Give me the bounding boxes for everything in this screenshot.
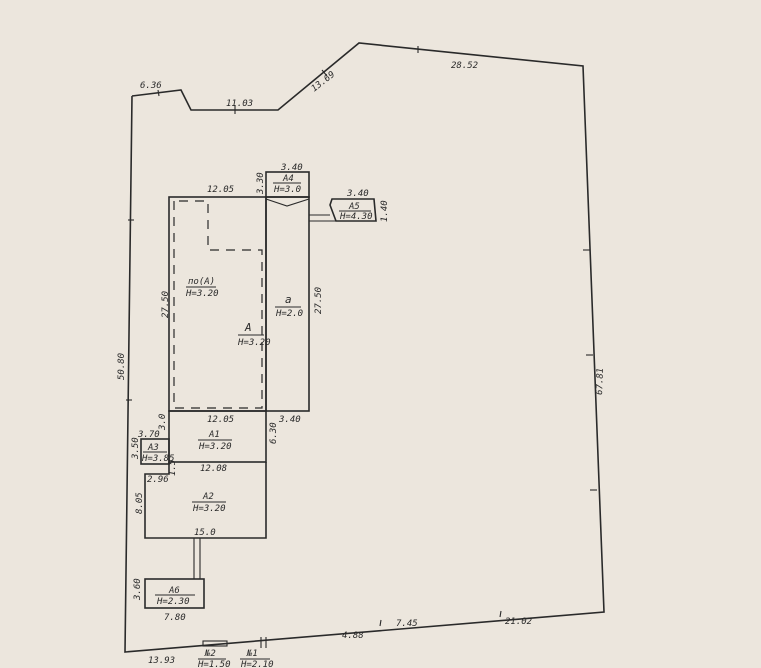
dim-bottom-mid-2: 7.45 [396, 619, 418, 629]
dim-bottom-left: 13.93 [148, 656, 175, 666]
building-a2: 12.08 15.0 8.05 А2 Н=3.20 [135, 462, 267, 539]
a3-side-1: 3.0 [158, 414, 168, 431]
boundary-ticks [126, 46, 597, 627]
a3-width: 3.70 [137, 430, 160, 440]
building-a6: А6 Н=2.30 7.80 3.60 [133, 578, 205, 623]
dim-bottom-mid-1: 4.88 [342, 631, 364, 641]
building-main-house: 12.05 12.05 27.50 по(А) Н=3.20 А Н=3.20 [161, 185, 271, 425]
a6-outline [144, 578, 205, 609]
tick [157, 89, 160, 97]
site-boundary: 6.36 11.03 13.69 28.52 67.81 50.80 13.93… [117, 42, 606, 666]
a2-outline [144, 462, 267, 539]
a3-label: А3 [147, 443, 159, 453]
a4-height: Н=3.0 [273, 185, 301, 195]
main-house-outline [168, 196, 267, 412]
a6-width: 7.80 [164, 613, 186, 623]
building-annex-a: а Н=2.0 27.50 3.40 [265, 196, 324, 425]
annex-a-label: а [285, 293, 292, 306]
a6-label: А6 [168, 586, 180, 596]
well-n2-height: Н=1.50 [197, 660, 231, 668]
a4-width: 3.40 [280, 163, 303, 173]
dim-top-left-short: 6.36 [140, 81, 162, 91]
a2-depth: 8.05 [135, 492, 145, 514]
a5-width: 3.40 [346, 189, 369, 199]
dim-right-side: 67.81 [595, 368, 606, 395]
a2-width-bottom: 15.0 [194, 528, 216, 538]
annex-a-roof [265, 198, 310, 207]
tick [321, 69, 328, 77]
a6-height: Н=2.30 [156, 597, 190, 607]
basement-outline [173, 200, 263, 409]
well-n1-label: №1 [246, 649, 258, 659]
a6-depth: 3.60 [133, 578, 143, 601]
main-house-length: 27.50 [161, 291, 171, 318]
building-a5: 3.40 1.40 А5 Н=4.30 [309, 189, 390, 222]
annex-a-length: 27.50 [314, 287, 324, 314]
dim-bottom-right: 21.02 [505, 617, 532, 627]
main-house-width-bottom: 12.05 [207, 415, 234, 425]
annex-a-width: 3.40 [278, 415, 301, 425]
a2-label: А2 [202, 492, 214, 502]
well-n2: №2 Н=1.50 [197, 640, 231, 668]
tick [499, 610, 502, 618]
well-n2-marker [202, 640, 228, 647]
a3-outline [140, 438, 170, 465]
a2-width-top: 12.08 [200, 464, 227, 474]
a3-side-3: 1.5 [168, 460, 178, 476]
building-a3: 3.70 3.50 3.0 2.96 1.5 А3 Н=3.85 [131, 414, 178, 485]
well-n1: №1 Н=2.10 [240, 637, 274, 668]
a5-outline [329, 198, 377, 222]
dim-top-diagonal: 13.69 [310, 70, 338, 95]
a5-label: А5 [348, 202, 360, 212]
main-house-width-top: 12.05 [207, 185, 234, 195]
boundary-line [124, 42, 605, 653]
a1-outline [168, 410, 267, 463]
a3-height: Н=3.85 [141, 454, 175, 464]
building-a1: А1 Н=3.20 6.30 [168, 410, 279, 463]
a5-depth: 1.40 [380, 200, 390, 222]
a1-label: А1 [208, 430, 220, 440]
a5-height: Н=4.30 [339, 212, 373, 222]
dim-top-mid: 11.03 [226, 99, 253, 109]
basement-label: по(А) [188, 277, 215, 287]
well-n1-height: Н=2.10 [240, 660, 274, 668]
annex-a-height: Н=2.0 [275, 309, 303, 319]
main-house-label: А [244, 321, 252, 334]
passage [193, 538, 201, 579]
tick [379, 619, 382, 627]
dim-top-right: 28.52 [451, 61, 478, 71]
a4-depth: 3.30 [256, 172, 266, 195]
main-house-height: Н=3.20 [237, 338, 271, 348]
basement-height: Н=3.20 [185, 289, 219, 299]
a3-depth: 3.50 [131, 437, 141, 460]
a4-outline [265, 171, 310, 198]
a3-side-2: 2.96 [147, 475, 169, 485]
dim-left-side: 50.80 [117, 353, 127, 380]
a1-depth: 6.30 [269, 422, 279, 444]
building-a4: 3.40 3.30 А4 Н=3.0 [256, 163, 310, 198]
a2-height: Н=3.20 [192, 504, 226, 514]
a1-height: Н=3.20 [198, 442, 232, 452]
a4-label: А4 [282, 174, 294, 184]
well-n2-label: №2 [204, 649, 216, 659]
